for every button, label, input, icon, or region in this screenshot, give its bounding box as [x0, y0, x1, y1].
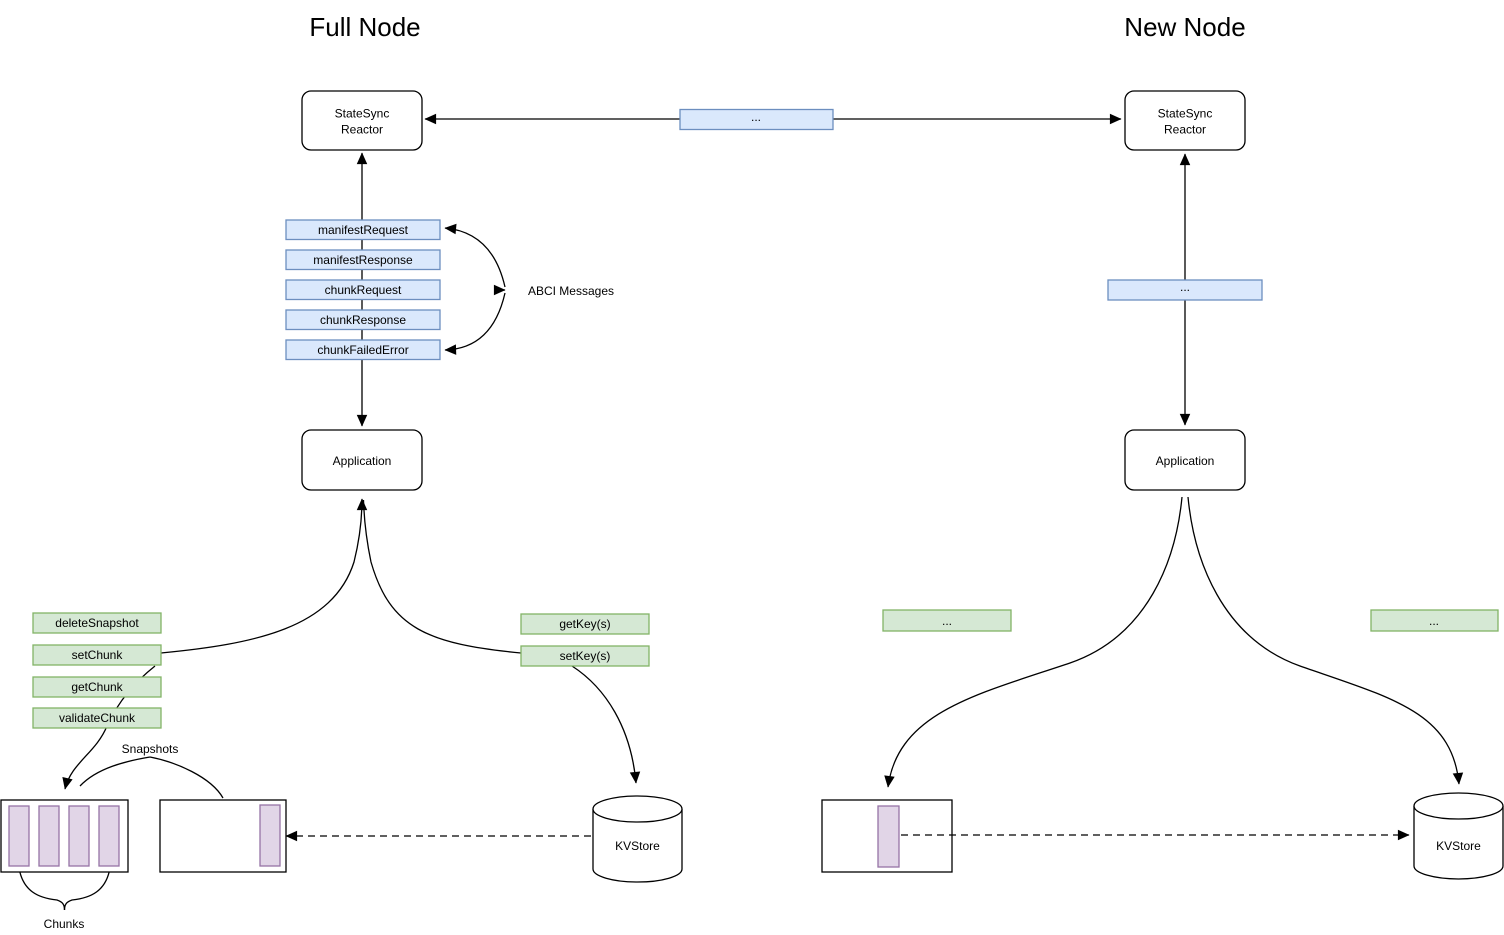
call-label-setChunk: setChunk [72, 648, 124, 662]
message-label-chunkResponse: chunkResponse [320, 313, 406, 327]
message-box-chunkResponse [285, 309, 441, 331]
chunk-bar [8, 805, 30, 867]
call-label-validateChunk: validateChunk [59, 711, 136, 725]
newnode-message-placeholder-label: ... [1180, 280, 1190, 294]
message-label-manifestRequest: manifestRequest [318, 223, 409, 237]
abci-messages-label: ABCI Messages [528, 284, 614, 298]
call-box-setKey [520, 645, 650, 667]
newnode-call-placeholder-right-label: ... [1429, 614, 1439, 628]
newnode-call-placeholder-left-box [882, 609, 1012, 632]
chunks-label: Chunks [44, 917, 85, 931]
message-label-chunkFailedError: chunkFailedError [317, 343, 408, 357]
arrow-setchunk-to-application [160, 498, 368, 654]
newnode-kvstore-cylinder [1413, 792, 1504, 880]
snapshots-label: Snapshots [122, 742, 179, 756]
message-box-manifestRequest [285, 219, 441, 241]
fullnode-application-label: Application [333, 454, 392, 468]
chunk-bar [38, 805, 60, 867]
fullnode-reactor-label-line2: Reactor [341, 123, 383, 137]
chunk-bar [877, 805, 900, 868]
call-label-getChunk: getChunk [71, 680, 123, 694]
chunks-brace-left [18, 867, 66, 911]
message-box-manifestResponse [285, 249, 441, 271]
abci-brace-top-curve [444, 223, 506, 288]
arrow-newnode-application-to-kvstore [1187, 496, 1464, 785]
message-label-chunkRequest: chunkRequest [325, 283, 402, 297]
call-box-validateChunk [32, 707, 162, 729]
chunk-bar [259, 804, 281, 867]
fullnode-kvstore-cylinder [592, 795, 683, 883]
chunks-brace-right [63, 867, 111, 911]
call-box-getChunk [32, 676, 162, 698]
fullnode-statesync-reactor-box [301, 90, 423, 151]
call-box-setChunk [32, 644, 162, 666]
message-box-chunkRequest [285, 279, 441, 301]
fullnode-application-box [301, 429, 423, 491]
dashed-connectors [285, 829, 1410, 842]
p2p-placeholder-label: ... [751, 110, 761, 124]
chunk-bar [98, 805, 120, 867]
newnode-statesync-reactor-box [1124, 90, 1246, 151]
newnode-message-placeholder-box [1107, 279, 1263, 301]
call-box-deleteSnapshot [32, 612, 162, 634]
call-label-setKey: setKey(s) [560, 649, 611, 663]
call-box-getKey [520, 613, 650, 635]
arrow-setkey-to-application [362, 499, 522, 654]
new-node-title: New Node [1124, 12, 1245, 42]
arrow-newnode-application-to-chunks [884, 496, 1183, 788]
snapshots-brace-left [79, 756, 151, 787]
message-box-chunkFailedError [285, 339, 441, 361]
arrow-setkey-to-kvstore [571, 665, 641, 784]
connectors [18, 113, 1464, 911]
fullnode-reactor-label-line1: StateSync [335, 107, 390, 121]
boxes [0, 90, 1504, 883]
newnode-reactor-label-line2: Reactor [1164, 123, 1206, 137]
newnode-kvstore-label: KVStore [1436, 839, 1481, 853]
full-node-title: Full Node [309, 12, 420, 42]
p2p-placeholder-box [679, 108, 834, 131]
newnode-application-box [1124, 429, 1246, 491]
message-label-manifestResponse: manifestResponse [313, 253, 413, 267]
newnode-call-placeholder-right-box [1370, 609, 1499, 632]
newnode-reactor-label-line1: StateSync [1158, 107, 1213, 121]
newnode-call-placeholder-left-label: ... [942, 614, 952, 628]
call-label-getKey: getKey(s) [559, 617, 610, 631]
labels: Full Node New Node StateSync Reactor Sta… [44, 12, 1482, 931]
chunk-bar [68, 805, 90, 867]
snapshots-brace-right [149, 756, 224, 799]
abci-brace-bottom-curve [444, 292, 506, 355]
fullnode-kvstore-label: KVStore [615, 839, 660, 853]
newnode-application-label: Application [1156, 454, 1215, 468]
call-label-deleteSnapshot: deleteSnapshot [55, 616, 139, 630]
